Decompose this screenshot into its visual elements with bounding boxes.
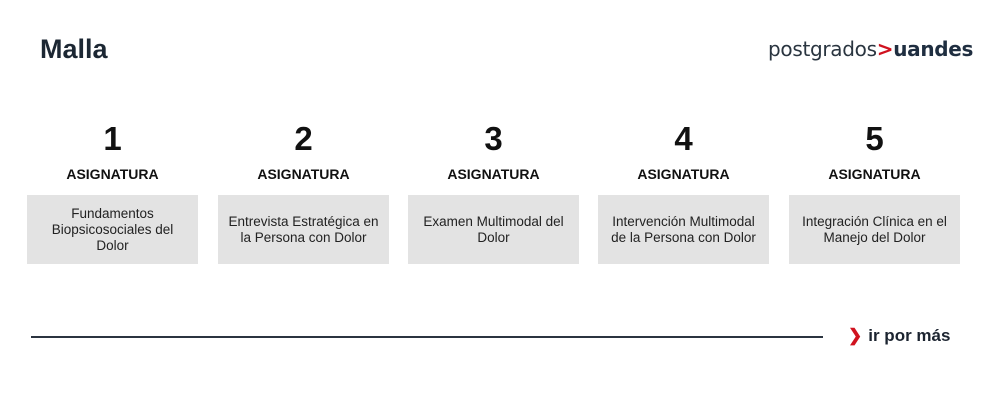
course-card: 2 ASIGNATURA Entrevista Estratégica en l…	[218, 118, 389, 264]
course-name[interactable]: Fundamentos Biopsicosociales del Dolor	[27, 195, 198, 264]
course-name[interactable]: Entrevista Estratégica en la Persona con…	[218, 195, 389, 264]
more-link[interactable]: ❯ ir por más	[848, 326, 950, 346]
course-label: ASIGNATURA	[66, 166, 159, 182]
course-card: 3 ASIGNATURA Examen Multimodal del Dolor	[408, 118, 579, 264]
course-name[interactable]: Examen Multimodal del Dolor	[408, 195, 579, 264]
course-card: 4 ASIGNATURA Intervención Multimodal de …	[598, 118, 769, 264]
course-label: ASIGNATURA	[257, 166, 350, 182]
divider-line	[31, 336, 823, 338]
course-name[interactable]: Intervención Multimodal de la Persona co…	[598, 195, 769, 264]
course-number: 3	[484, 120, 503, 157]
course-label: ASIGNATURA	[828, 166, 921, 182]
logo-text: postgrados	[768, 37, 877, 61]
course-number: 1	[103, 120, 122, 157]
course-number: 5	[865, 120, 884, 157]
chevron-right-icon: ❯	[848, 326, 863, 345]
logo-brand: uandes	[893, 37, 974, 61]
course-label: ASIGNATURA	[637, 166, 730, 182]
chevron-right-icon: >	[876, 37, 894, 61]
course-number: 2	[294, 120, 313, 157]
course-label: ASIGNATURA	[447, 166, 540, 182]
course-card: 1 ASIGNATURA Fundamentos Biopsicosociale…	[27, 118, 198, 264]
more-label: ir por más	[868, 326, 951, 345]
course-number: 4	[674, 120, 693, 157]
course-name[interactable]: Integración Clínica en el Manejo del Dol…	[789, 195, 960, 264]
page-title: Malla	[40, 34, 108, 64]
postgrados-uandes-logo: postgrados>uandes	[768, 37, 973, 61]
course-card: 5 ASIGNATURA Integración Clínica en el M…	[789, 118, 960, 264]
